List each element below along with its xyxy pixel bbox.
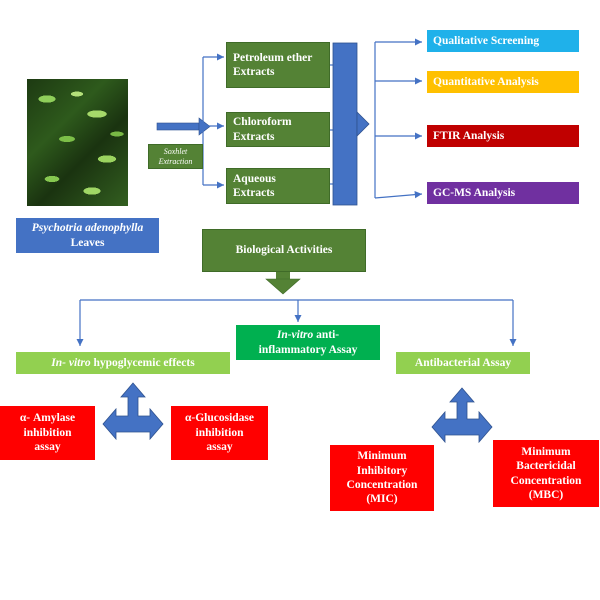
assay-anti-inflammatory: In-vitro anti- inflammatory Assay [236, 325, 380, 360]
test-alpha-glucosidase: α-Glucosidase inhibition assay [171, 406, 268, 460]
test-alpha-amylase: α- Amylase inhibition assay [0, 406, 95, 460]
three-way-arrow-left [102, 382, 164, 441]
collector-arrow [332, 42, 370, 206]
analysis-bracket [374, 38, 423, 199]
leaf-photo [27, 79, 128, 206]
assay-distribution-lines [76, 299, 517, 346]
plant-name: Psychotria adenophylla [31, 222, 144, 235]
assay-hypoglycemic: In- vitro hypoglycemic effects [16, 352, 230, 374]
analysis-ftir: FTIR Analysis [427, 125, 579, 147]
soxhlet-extraction-label: Soxhlet Extraction [148, 144, 203, 169]
biological-activities: Biological Activities [202, 229, 366, 272]
three-way-arrow-right [431, 387, 493, 444]
analysis-qualitative-screening: Qualitative Screening [427, 30, 579, 52]
plant-label: Psychotria adenophylla Leaves [16, 218, 159, 253]
extract-bracket [202, 53, 224, 189]
analysis-gc-ms: GC-MS Analysis [427, 182, 579, 204]
soxhlet-arrow [156, 117, 211, 136]
assay-antibacterial: Antibacterial Assay [396, 352, 530, 374]
extract-petroleum-ether: Petroleum ether Extracts [226, 42, 330, 88]
analysis-quantitative: Quantitative Analysis [427, 71, 579, 93]
plant-part: Leaves [70, 236, 105, 249]
test-mbc: Minimum Bactericidal Concentration (MBC) [493, 440, 599, 507]
hypoglycemic-label: In- vitro hypoglycemic effects [51, 356, 195, 369]
extract-chloroform: Chloroform Extracts [226, 112, 330, 147]
biological-down-arrow [265, 272, 301, 295]
test-mic: Minimum Inhibitory Concentration (MIC) [330, 445, 434, 511]
extract-to-collector-lines [330, 64, 333, 185]
extract-aqueous: Aqueous Extracts [226, 168, 330, 204]
anti-inflammatory-label: In-vitro anti- inflammatory Assay [258, 329, 358, 356]
